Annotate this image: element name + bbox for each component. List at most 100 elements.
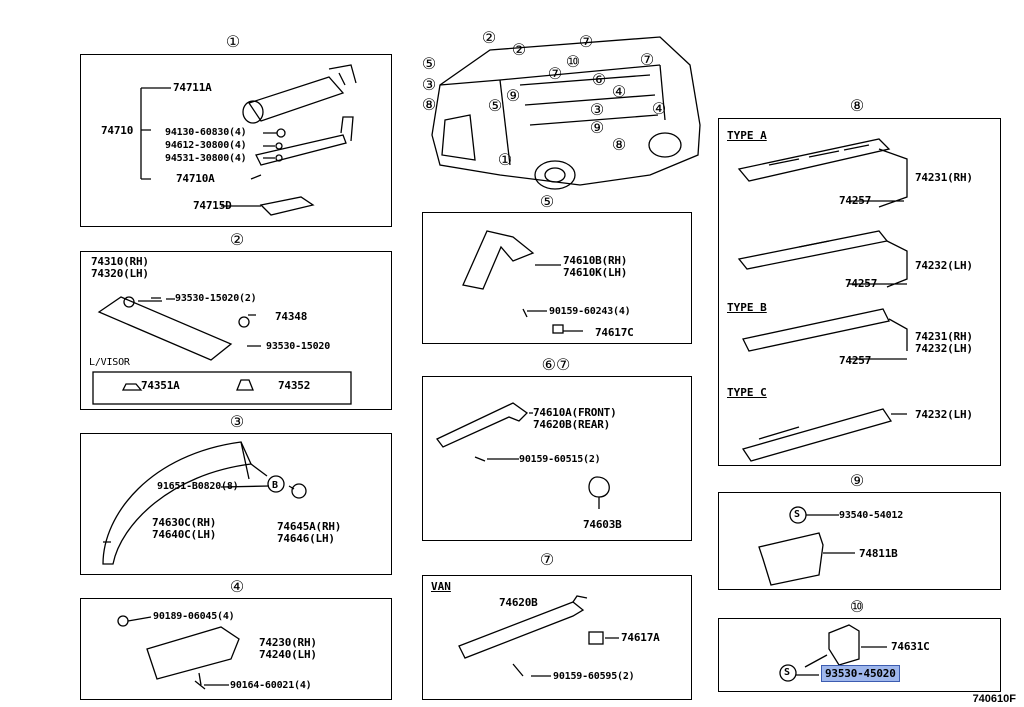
- part-90159-60243[interactable]: 90159-60243(4): [549, 306, 631, 317]
- panel-3-drawing: [102, 441, 307, 565]
- car-callout: ⑤: [421, 54, 437, 73]
- panel-1-drawing: [140, 64, 357, 216]
- part-74811B[interactable]: 74811B: [859, 547, 898, 560]
- type-b-label: TYPE B: [727, 301, 767, 314]
- panel-4-armrest: 90189-06045(4) 74230(RH) 74240(LH) 90164…: [80, 598, 392, 700]
- car-callout: ⑨: [505, 86, 521, 105]
- part-74645A-rh[interactable]: 74645A(RH): [277, 520, 342, 533]
- panel-7-van-grip: VAN 74620B 74617A 90159-60595(2): [422, 575, 692, 700]
- part-74617C[interactable]: 74617C: [595, 326, 634, 339]
- part-74352[interactable]: 74352: [278, 379, 311, 392]
- part-90189-06045[interactable]: 90189-06045(4): [153, 611, 235, 622]
- car-callout: ⑤: [487, 96, 503, 115]
- car-callout: ⑥: [591, 70, 607, 89]
- caption-9: ⑨: [849, 471, 865, 490]
- part-74257[interactable]: 74257: [839, 354, 872, 367]
- part-74257[interactable]: 74257: [839, 194, 872, 207]
- part-74631C[interactable]: 74631C: [891, 640, 930, 653]
- caption-4: ④: [229, 577, 245, 596]
- panel-7-drawing: [458, 595, 619, 677]
- part-74640C-lh[interactable]: 74640C(LH): [152, 528, 217, 541]
- panel-6-7-drawing: [436, 402, 610, 509]
- part-74232-lh[interactable]: 74232(LH): [915, 408, 973, 421]
- part-74348[interactable]: 74348: [275, 310, 308, 323]
- caption-5: ⑤: [539, 192, 555, 211]
- part-91651-B0820[interactable]: 91651-B0820(8): [157, 481, 239, 492]
- callout-S: S: [794, 509, 800, 520]
- car-callout: ②: [511, 40, 527, 59]
- part-74230-rh[interactable]: 74230(RH): [259, 636, 317, 649]
- callout-B: B: [272, 480, 278, 491]
- part-74232-lh[interactable]: 74232(LH): [915, 342, 973, 355]
- part-74310-rh[interactable]: 74310(RH): [91, 255, 149, 268]
- part-74240-lh[interactable]: 74240(LH): [259, 648, 317, 661]
- car-callout: ④: [611, 82, 627, 101]
- part-90159-60595[interactable]: 90159-60595(2): [553, 671, 635, 682]
- panel-2-sun-visor: 74310(RH) 74320(LH) 93530-15020(2) 74348…: [80, 251, 392, 410]
- panel-9-pocket: S 93540-54012 74811B: [718, 492, 1001, 590]
- panel-6-7-assist-grip: 74610A(FRONT) 74620B(REAR) 90159-60515(2…: [422, 376, 692, 541]
- part-74620B-rear[interactable]: 74620B(REAR): [533, 418, 611, 431]
- caption-2: ②: [229, 230, 245, 249]
- part-90164-60021[interactable]: 90164-60021(4): [230, 680, 312, 691]
- car-callout: ③: [421, 75, 437, 94]
- car-callout: ⑦: [639, 50, 655, 69]
- part-74710[interactable]: 74710: [101, 124, 134, 137]
- part-93530-45020-highlight[interactable]: 93530-45020: [821, 665, 900, 682]
- type-c-label: TYPE C: [727, 386, 767, 399]
- part-74351A[interactable]: 74351A: [141, 379, 180, 392]
- panel-9-drawing: [758, 506, 855, 586]
- panel-2-drawing: [92, 296, 352, 405]
- part-93530-15020-2[interactable]: 93530-15020(2): [175, 293, 257, 304]
- part-74617A[interactable]: 74617A: [621, 631, 660, 644]
- part-74603B[interactable]: 74603B: [583, 518, 622, 531]
- part-74710A[interactable]: 74710A: [176, 172, 215, 185]
- part-74610B-rh[interactable]: 74610B(RH): [563, 254, 628, 267]
- car-callout: ⑦: [547, 64, 563, 83]
- panel-3-pillar-garnish: 91651-B0820(8) B 74630C(RH) 74640C(LH) 7…: [80, 433, 392, 575]
- caption-1: ①: [225, 32, 241, 51]
- part-74257[interactable]: 74257: [845, 277, 878, 290]
- callout-S: S: [784, 667, 790, 678]
- part-74610K-lh[interactable]: 74610K(LH): [563, 266, 628, 279]
- part-94130-60830[interactable]: 94130-60830(4): [165, 127, 247, 138]
- vehicle-drawing: [431, 36, 701, 190]
- part-74715D[interactable]: 74715D: [193, 199, 232, 212]
- part-90159-60515[interactable]: 90159-60515(2): [519, 454, 601, 465]
- panel-10-clip: 74631C S 93530-45020: [718, 618, 1001, 692]
- part-74630C-rh[interactable]: 74630C(RH): [152, 516, 217, 529]
- car-callout: ⑧: [611, 135, 627, 154]
- panel-4-drawing: [117, 615, 240, 690]
- car-callout: ①: [497, 150, 513, 169]
- part-93540-54012[interactable]: 93540-54012: [839, 510, 904, 521]
- panel-5-drawing: [462, 230, 583, 334]
- caption-8: ⑧: [849, 96, 865, 115]
- part-93530-45020[interactable]: 93530-45020: [821, 665, 900, 682]
- panel-5-assist-grip: 74610B(RH) 74610K(LH) 90159-60243(4) 746…: [422, 212, 692, 344]
- part-94612-30800[interactable]: 94612-30800(4): [165, 140, 247, 151]
- part-74646-lh[interactable]: 74646(LH): [277, 532, 335, 545]
- caption-10: ⑩: [849, 597, 865, 616]
- car-callout: ⑩: [565, 52, 581, 71]
- car-callout: ②: [481, 28, 497, 47]
- panel-10-drawing: [779, 624, 887, 682]
- visor-label: L/VISOR: [89, 357, 130, 368]
- panel-1-fire-extinguisher: 74711A 74710 94130-60830(4) 94612-30800(…: [80, 54, 392, 227]
- caption-6-7: ⑥⑦: [541, 355, 571, 374]
- part-74610A-front[interactable]: 74610A(FRONT): [533, 406, 617, 419]
- car-callout: ⑨: [589, 118, 605, 137]
- caption-3: ③: [229, 412, 245, 431]
- part-74620B[interactable]: 74620B: [499, 596, 538, 609]
- part-74231-rh[interactable]: 74231(RH): [915, 171, 973, 184]
- part-74711A[interactable]: 74711A: [173, 81, 212, 94]
- part-74320-lh[interactable]: 74320(LH): [91, 267, 149, 280]
- car-callout: ③: [589, 100, 605, 119]
- type-a-label: TYPE A: [727, 129, 767, 142]
- part-74232-lh[interactable]: 74232(LH): [915, 259, 973, 272]
- car-callout: ④: [651, 99, 667, 118]
- vehicle-overview: ② ② ⑦ ⑤ ⑩ ⑦ ③ ⑥ ⑦ ⑧ ⑨ ④ ⑤ ③ ④ ⑨ ⑧ ①: [410, 25, 710, 195]
- part-94531-30800[interactable]: 94531-30800(4): [165, 153, 247, 164]
- panel-8-switch-base: TYPE A 74231(RH) 74257 74232(LH) 74257 T…: [718, 118, 1001, 466]
- part-74231-rh[interactable]: 74231(RH): [915, 330, 973, 343]
- part-93530-15020[interactable]: 93530-15020: [266, 341, 331, 352]
